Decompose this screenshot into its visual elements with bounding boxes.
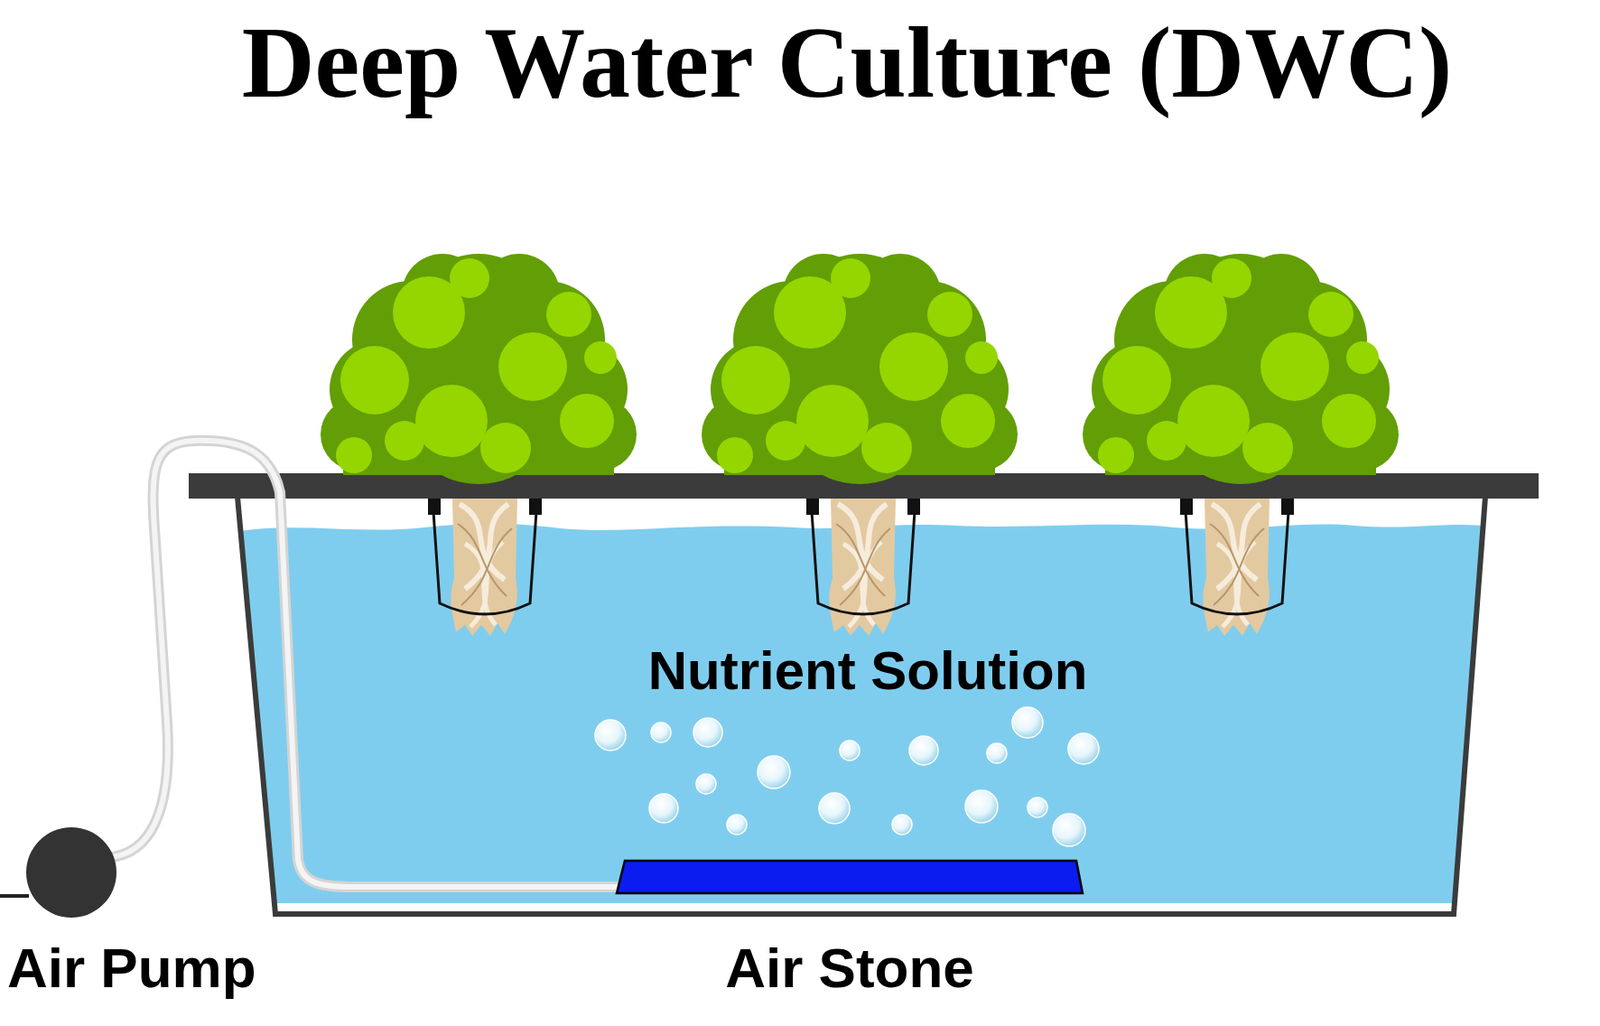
air-tube — [114, 440, 620, 887]
air-pump-body — [26, 827, 117, 918]
nutrient-solution: Nutrient SolutionAir Stone — [230, 498, 1490, 905]
air-stone: Air Stone — [615, 859, 1084, 894]
node-label: Air Pump — [7, 937, 257, 999]
illustration-part — [965, 790, 998, 823]
air-pump-shape — [25, 826, 118, 919]
illustration-part — [892, 814, 912, 835]
illustration-part — [1012, 706, 1043, 738]
illustration-part — [839, 740, 860, 761]
power-cord — [0, 893, 29, 898]
nutrient-solution-shape — [230, 498, 1490, 905]
illustration-part — [649, 793, 679, 823]
illustration-part — [1027, 797, 1048, 818]
air-tube-outline — [114, 440, 620, 887]
illustration-part — [726, 814, 747, 835]
net-pot — [427, 498, 542, 636]
air-pump: Air Pump — [25, 826, 118, 919]
illustration-part — [757, 755, 791, 789]
illustration-part — [818, 792, 850, 824]
air-stone-body — [616, 860, 1083, 894]
tank-wall — [237, 496, 1486, 914]
air-stone-shape — [615, 859, 1084, 894]
illustration-part — [1068, 733, 1099, 764]
illustration-part — [1052, 813, 1086, 847]
net-pot — [806, 498, 921, 636]
node-label: Air Stone — [725, 937, 975, 999]
illustration-part — [693, 717, 723, 747]
water-region — [240, 525, 1483, 903]
illustration-part — [986, 743, 1007, 763]
illustration-part — [595, 719, 626, 751]
diagram-title: Deep Water Culture (DWC) — [241, 7, 1453, 119]
illustration-part — [909, 735, 939, 765]
illustration-part — [651, 722, 671, 743]
node-label: Nutrient Solution — [648, 641, 1089, 701]
lettuce-plant — [1082, 253, 1399, 484]
lettuce-plant — [701, 253, 1018, 484]
air-tube-core — [114, 440, 620, 887]
air-bubbles — [595, 706, 1099, 847]
net-pot — [1180, 498, 1294, 636]
illustration-part — [696, 773, 717, 794]
lettuce-plant — [320, 253, 637, 484]
